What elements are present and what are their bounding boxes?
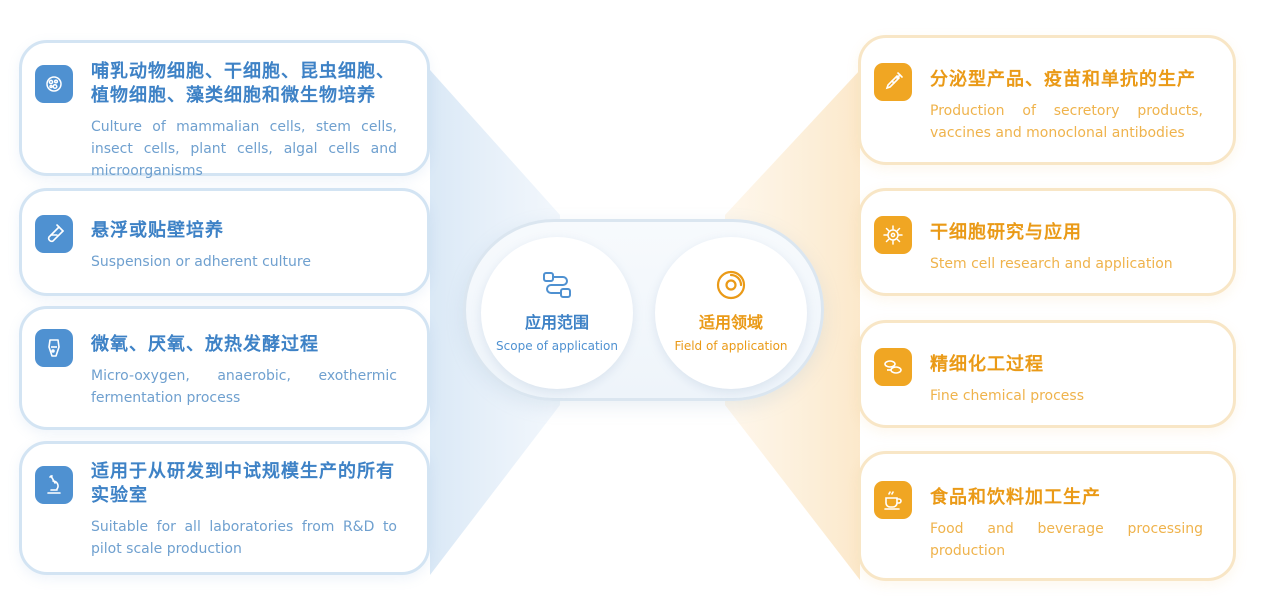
field-title: 适用领域 [698, 313, 763, 332]
pills-icon [874, 348, 912, 386]
scope-title: 应用范围 [524, 313, 589, 332]
test-tube-icon [35, 215, 73, 253]
field-card-stem-cell: 干细胞研究与应用 Stem cell research and applicat… [858, 188, 1236, 296]
card-description: Suitable for all laboratories from R&D t… [91, 519, 397, 557]
card-title: 适用于从研发到中试规模生产的所有实验室 [91, 461, 395, 506]
card-description: Production of secretory products, vaccin… [930, 103, 1203, 141]
scope-subtitle: Scope of application [496, 339, 618, 353]
scope-of-application-circle: 应用范围 Scope of application [481, 237, 633, 389]
card-description: Micro-oxygen, anaerobic, exothermic ferm… [91, 368, 397, 406]
card-title: 食品和饮料加工生产 [930, 487, 1101, 508]
stem-cell-icon [874, 216, 912, 254]
target-icon [716, 270, 746, 300]
center-capsule: 应用范围 Scope of application 适用领域 Field of … [463, 219, 824, 401]
card-title: 哺乳动物细胞、干细胞、昆虫细胞、植物细胞、藻类细胞和微生物培养 [91, 61, 395, 106]
flask-icon [35, 329, 73, 367]
field-subtitle: Field of application [674, 339, 788, 353]
card-description: Culture of mammalian cells, stem cells, … [91, 119, 397, 179]
card-title: 微氧、厌氧、放热发酵过程 [91, 334, 319, 355]
flow-chart-icon [543, 272, 571, 298]
card-description: Food and beverage processing production [930, 521, 1203, 559]
scope-card-fermentation: 微氧、厌氧、放热发酵过程 Micro-oxygen, anaerobic, ex… [19, 306, 430, 430]
card-title: 分泌型产品、疫苗和单抗的生产 [930, 69, 1196, 90]
cells-icon [35, 65, 73, 103]
field-of-application-circle: 适用领域 Field of application [655, 237, 807, 389]
field-card-fine-chemical: 精细化工过程 Fine chemical process [858, 320, 1236, 428]
field-card-food-beverage: 食品和饮料加工生产 Food and beverage processing p… [858, 451, 1236, 581]
coffee-cup-icon [874, 481, 912, 519]
field-card-vaccines: 分泌型产品、疫苗和单抗的生产 Production of secretory p… [858, 35, 1236, 165]
card-title: 精细化工过程 [930, 354, 1044, 375]
card-description: Stem cell research and application [930, 256, 1173, 272]
scope-card-cell-culture: 哺乳动物细胞、干细胞、昆虫细胞、植物细胞、藻类细胞和微生物培养 Culture … [19, 40, 430, 179]
syringe-icon [874, 63, 912, 101]
card-title: 干细胞研究与应用 [930, 222, 1082, 243]
card-title: 悬浮或贴壁培养 [91, 220, 224, 241]
microscope-icon [35, 466, 73, 504]
card-description: Fine chemical process [930, 388, 1084, 404]
scope-card-laboratories: 适用于从研发到中试规模生产的所有实验室 Suitable for all lab… [19, 441, 430, 575]
card-description: Suspension or adherent culture [91, 254, 311, 270]
scope-card-suspension: 悬浮或贴壁培养 Suspension or adherent culture [19, 188, 430, 296]
